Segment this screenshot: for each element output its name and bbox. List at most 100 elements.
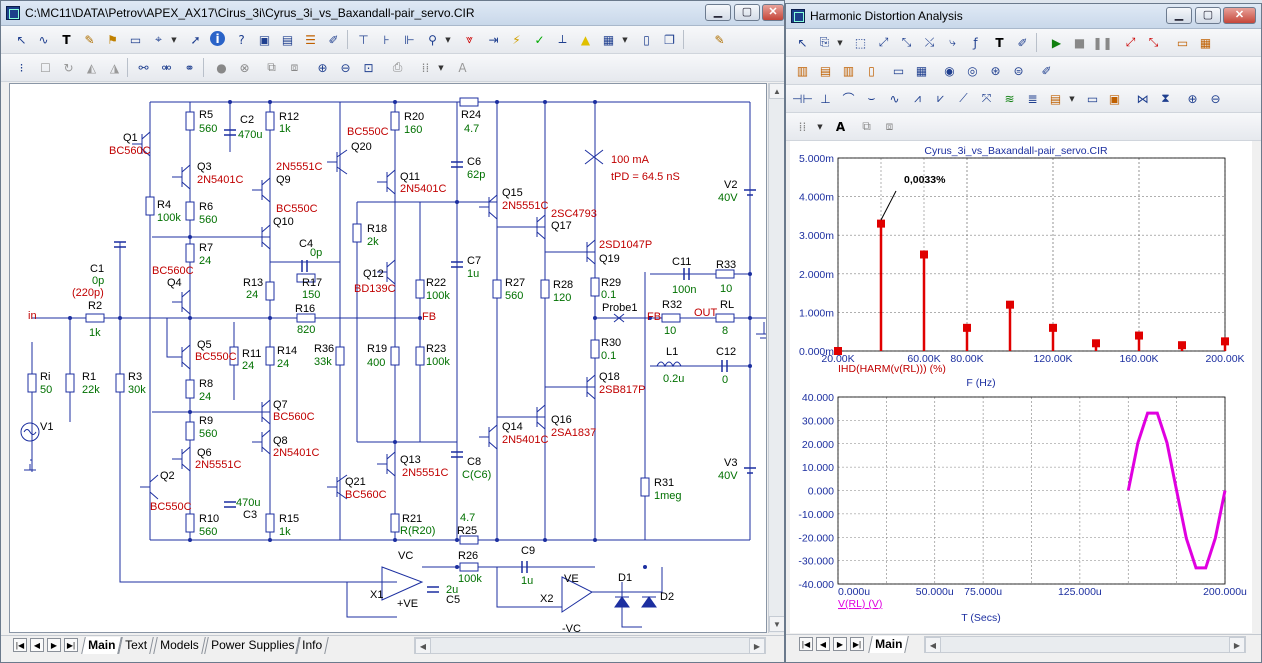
- pin-icon[interactable]: ⟂: [558, 32, 567, 46]
- pencil-icon[interactable]: ✎: [84, 32, 95, 47]
- mirror-icon[interactable]: ◭: [86, 60, 97, 75]
- analysis-horizontal-scrollbar[interactable]: ◀ ▶: [924, 636, 1246, 653]
- arrange-icon[interactable]: ⁞⁞: [421, 60, 430, 75]
- copy-icon[interactable]: ⧉: [862, 119, 871, 133]
- info-icon[interactable]: i: [210, 31, 225, 46]
- rotate-icon[interactable]: ↻: [63, 60, 74, 75]
- tile-icon[interactable]: ⁞⁞: [798, 119, 807, 134]
- xy-scale-icon[interactable]: ⤯: [924, 35, 935, 49]
- report-icon[interactable]: ▤: [281, 32, 294, 47]
- current-icon[interactable]: ⊦: [383, 32, 390, 47]
- voltage-icon[interactable]: ⊩: [404, 32, 415, 47]
- token-icon[interactable]: ≣: [1027, 91, 1038, 106]
- grid-icon[interactable]: ☰: [305, 32, 316, 47]
- select-arrow-icon[interactable]: ↖: [797, 35, 808, 50]
- zoom-in-icon[interactable]: ⊕: [317, 60, 328, 75]
- ungroup-icon[interactable]: ⧈: [290, 60, 299, 74]
- marker-icon[interactable]: ✓: [534, 32, 545, 47]
- analysis-close-button[interactable]: ✕: [1223, 7, 1256, 24]
- cursor-right-icon[interactable]: ⤡: [1148, 35, 1159, 49]
- power-icon[interactable]: ⚡: [512, 32, 521, 47]
- global-high-icon[interactable]: ⩘: [914, 91, 921, 105]
- scroll-right-icon[interactable]: ▶: [1229, 637, 1245, 653]
- paste-icon[interactable]: ⧈: [885, 119, 894, 133]
- properties-icon[interactable]: ✐: [328, 32, 339, 47]
- dropdown-icon[interactable]: ▼: [445, 35, 451, 44]
- waveform-icon[interactable]: ≋: [1004, 91, 1015, 106]
- slope-icon[interactable]: ⊛: [990, 63, 1001, 78]
- properties-icon[interactable]: ✐: [1041, 63, 1052, 78]
- low-icon[interactable]: ⌣: [867, 91, 876, 105]
- node-numbers-icon[interactable]: ⊤: [358, 32, 369, 47]
- flip-icon[interactable]: ◮: [109, 60, 120, 75]
- flag-pointer-icon[interactable]: ➚: [190, 32, 201, 47]
- scroll-right-icon[interactable]: ▶: [749, 638, 765, 654]
- probe-icon[interactable]: ✎: [714, 32, 725, 47]
- grid-select-icon[interactable]: ⁝: [19, 60, 24, 75]
- text-tool-icon[interactable]: T: [62, 32, 71, 47]
- tab-text[interactable]: Text: [118, 637, 154, 654]
- grid-icon[interactable]: ▦: [915, 63, 928, 78]
- schematic-horizontal-scrollbar[interactable]: ◀ ▶: [414, 637, 766, 654]
- analysis-maximize-button[interactable]: ▢: [1195, 7, 1221, 24]
- high-icon[interactable]: ⌒: [842, 92, 855, 106]
- schematic-vertical-scrollbar[interactable]: ▲ ▼: [768, 83, 784, 633]
- point-tag-icon[interactable]: ⤧: [981, 91, 992, 105]
- pin-icon[interactable]: ⚲: [428, 32, 437, 47]
- prev-page-icon[interactable]: ◀: [816, 637, 830, 651]
- first-page-icon[interactable]: |◀: [13, 638, 27, 652]
- dropdown-icon[interactable]: ▼: [438, 63, 444, 72]
- find-icon[interactable]: ⚭: [184, 60, 195, 75]
- slope-icon[interactable]: ⟋: [959, 91, 968, 105]
- zoom-box-icon[interactable]: ⬚: [854, 35, 867, 50]
- flag-icon[interactable]: ⚑: [107, 32, 118, 47]
- next-page-icon[interactable]: ▶: [47, 638, 61, 652]
- stop-icon[interactable]: ■: [1073, 35, 1086, 50]
- page-icon[interactable]: ▯: [643, 32, 650, 47]
- separate-icon[interactable]: ▭: [892, 63, 905, 78]
- find-icon[interactable]: ⚯: [138, 60, 149, 75]
- fit-icon[interactable]: ▭: [1176, 35, 1189, 50]
- animate-icon[interactable]: ▭: [1086, 91, 1099, 106]
- data-icon[interactable]: ▤: [1049, 91, 1062, 106]
- tile-icon[interactable]: ▦: [602, 32, 615, 47]
- analysis-title-bar[interactable]: Harmonic Distortion Analysis ▁ ▢ ✕: [786, 4, 1261, 29]
- function-icon[interactable]: ƒ: [973, 35, 978, 50]
- properties-icon[interactable]: ✐: [1017, 35, 1028, 50]
- tag-icon[interactable]: ▣: [1108, 91, 1121, 106]
- dropdown-icon[interactable]: ▼: [837, 38, 843, 47]
- run-icon[interactable]: ▶: [1051, 35, 1062, 50]
- box-icon[interactable]: ⋈: [1136, 91, 1149, 106]
- grid-icon[interactable]: ▦: [1199, 35, 1212, 50]
- bar1-icon[interactable]: ▥: [796, 63, 809, 78]
- box-icon[interactable]: ⧗: [1161, 91, 1170, 105]
- wire-icon[interactable]: ∿: [38, 32, 49, 47]
- scale-icon[interactable]: ⤢: [878, 35, 889, 49]
- scroll-left-icon[interactable]: ◀: [925, 637, 941, 653]
- zoom-out-icon[interactable]: ⊖: [340, 60, 351, 75]
- group-icon[interactable]: ⧉: [267, 60, 276, 74]
- parameter-icon[interactable]: ⩔: [466, 32, 473, 46]
- print-icon[interactable]: ⎙: [392, 60, 403, 74]
- bar2-icon[interactable]: ▤: [819, 63, 832, 78]
- tab-main[interactable]: Main: [81, 637, 123, 654]
- bar3-icon[interactable]: ▥: [842, 63, 855, 78]
- dropdown-icon[interactable]: ▼: [817, 122, 823, 131]
- resistor-icon[interactable]: ⇥: [488, 32, 499, 47]
- scroll-down-icon[interactable]: ▼: [769, 616, 784, 632]
- cursor-valley-icon[interactable]: ⊥: [820, 91, 831, 106]
- bar4-icon[interactable]: ▯: [868, 63, 875, 78]
- main-title-bar[interactable]: C:\MC11\DATA\Petrov\APEX_AX17\Cirus_3i\C…: [1, 1, 784, 26]
- inflection-icon[interactable]: ∿: [889, 91, 900, 106]
- schematic-drawing[interactable]: Q1 BC560C R5 560 C2 470u R12 1k Q20 BC55…: [10, 84, 766, 632]
- valley-icon[interactable]: ◎: [967, 63, 978, 78]
- empty-box-icon[interactable]: ☐: [40, 60, 51, 75]
- average-icon[interactable]: ⊜: [1013, 63, 1024, 78]
- dropdown-icon[interactable]: ▼: [622, 35, 628, 44]
- zoom-out-icon[interactable]: ⊖: [1210, 91, 1221, 106]
- last-page-icon[interactable]: ▶|: [64, 638, 78, 652]
- cursor-icon[interactable]: ⌖: [155, 32, 162, 46]
- rescale-icon[interactable]: ⤡: [901, 35, 912, 49]
- pause-icon[interactable]: ❚❚: [1092, 35, 1113, 50]
- component-icon[interactable]: ▭: [129, 32, 142, 47]
